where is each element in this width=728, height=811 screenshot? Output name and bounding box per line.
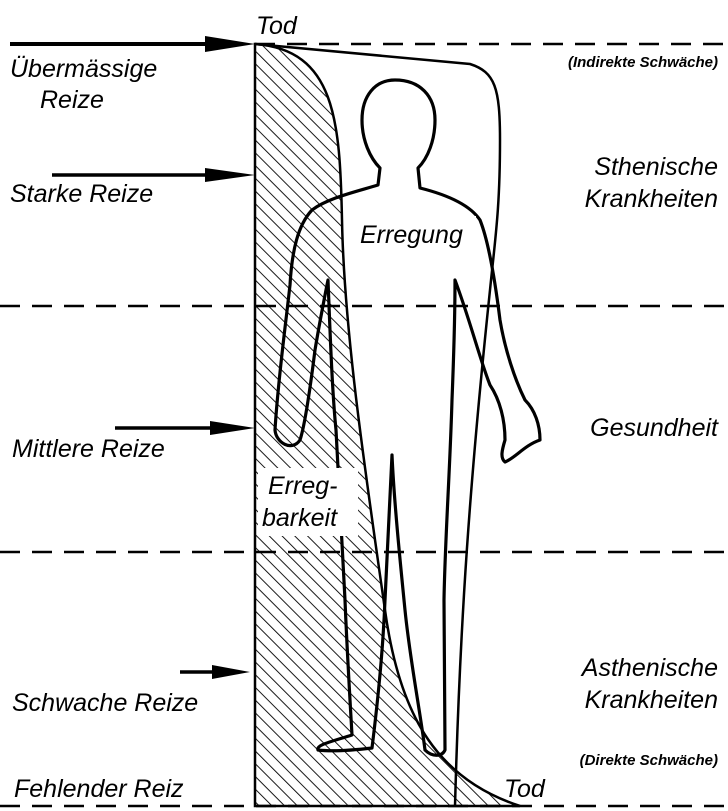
label-absent-stimulus: Fehlender Reiz <box>14 775 184 803</box>
label-death-bottom: Tod <box>504 775 546 803</box>
excitability-area <box>255 44 520 806</box>
label-excitation: Erregung <box>360 221 463 249</box>
label-death-top: Tod <box>256 12 298 40</box>
label-medium-stimuli: Mittlere Reize <box>12 435 165 463</box>
label-line: Krankheiten <box>585 686 718 714</box>
label-line: Asthenische <box>580 654 718 682</box>
arrow-excessive <box>10 36 255 52</box>
label-strong-stimuli: Starke Reize <box>10 180 153 208</box>
arrow-weak <box>180 665 250 679</box>
label-indirect-weakness: (Indirekte Schwäche) <box>568 54 718 71</box>
label-line: Übermässige <box>10 55 157 83</box>
label-line: Reize <box>40 86 104 114</box>
label-weak-stimuli: Schwache Reize <box>12 689 198 717</box>
label-health: Gesundheit <box>590 414 719 442</box>
label-line: Erreg- <box>268 472 337 500</box>
label-line: Sthenische <box>594 153 718 181</box>
label-line: Krankheiten <box>585 185 718 213</box>
label-direct-weakness: (Direkte Schwäche) <box>580 752 718 769</box>
stimulus-arrows <box>10 36 255 679</box>
arrow-medium <box>115 421 255 435</box>
label-line: barkeit <box>262 504 338 532</box>
